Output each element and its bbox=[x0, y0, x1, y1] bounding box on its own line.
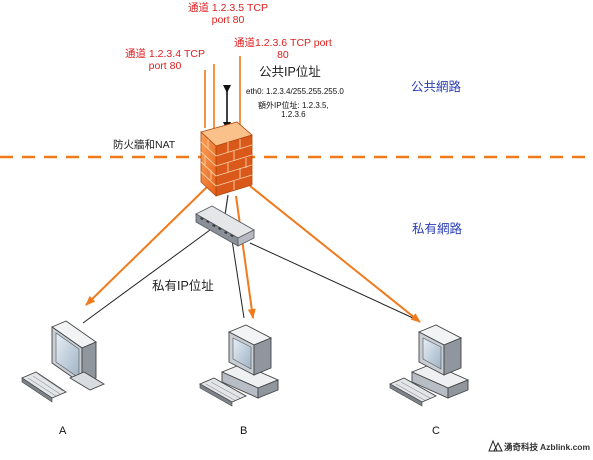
brand-logo-icon bbox=[488, 439, 503, 452]
tunnel-label-2-line1: 通道 1.2.3.4 TCP bbox=[125, 48, 205, 60]
tunnel-label-3-line1: 通道1.2.3.6 TCP port bbox=[234, 37, 332, 49]
link-switch-c bbox=[249, 242, 414, 319]
tunnel-label-1-line2: port 80 bbox=[211, 14, 245, 27]
extra-ip-addresses: 額外IP位址: 1.2.3.5, 1.2.3.6 bbox=[258, 101, 329, 119]
link-switch-a bbox=[82, 229, 211, 324]
computer-b-label: B bbox=[240, 425, 248, 437]
tunnel-label-1-line1: 通道 1.2.3.5 TCP bbox=[188, 2, 268, 14]
tunnel-label-3-line2: 80 bbox=[277, 49, 289, 62]
tunnel-label-3: 通道1.2.3.6 TCP port 80 bbox=[234, 37, 332, 61]
public-network-label: 公共網路 bbox=[411, 80, 462, 94]
nat-arrow-b bbox=[235, 195, 256, 319]
private-network-label: 私有網路 bbox=[412, 222, 463, 236]
tunnel-label-2: 通道 1.2.3.4 TCP port 80 bbox=[125, 48, 205, 72]
public-ip-label: 公共IP位址 bbox=[259, 65, 321, 79]
tunnel-label-1: 通道 1.2.3.5 TCP port 80 bbox=[188, 2, 268, 26]
nat-arrow-a bbox=[85, 185, 209, 306]
computer-b-icon bbox=[198, 324, 280, 407]
link-switch-b bbox=[231, 239, 245, 319]
firewall-switch-link bbox=[224, 194, 229, 216]
computer-a-label: A bbox=[59, 425, 67, 437]
computer-c-icon bbox=[388, 324, 470, 407]
switch-icon bbox=[195, 205, 255, 247]
eth0-address: eth0: 1.2.3.4/255.255.255.0 bbox=[246, 87, 344, 96]
private-ip-label: 私有IP位址 bbox=[152, 279, 214, 293]
computer-c-label: C bbox=[432, 425, 440, 437]
extra-ip-line1: 額外IP位址: 1.2.3.5, bbox=[258, 101, 329, 110]
firewall-icon bbox=[200, 121, 253, 197]
brand-site: Azblink.com bbox=[540, 442, 591, 452]
tunnel-label-2-line2: port 80 bbox=[148, 60, 182, 73]
extra-ip-line2: 1.2.3.6 bbox=[281, 110, 306, 120]
brand-name: 湧奇科技 bbox=[504, 442, 539, 452]
firewall-label: 防火牆和NAT bbox=[113, 139, 176, 151]
computer-a-icon bbox=[21, 320, 105, 403]
nat-arrow-c bbox=[249, 185, 421, 323]
